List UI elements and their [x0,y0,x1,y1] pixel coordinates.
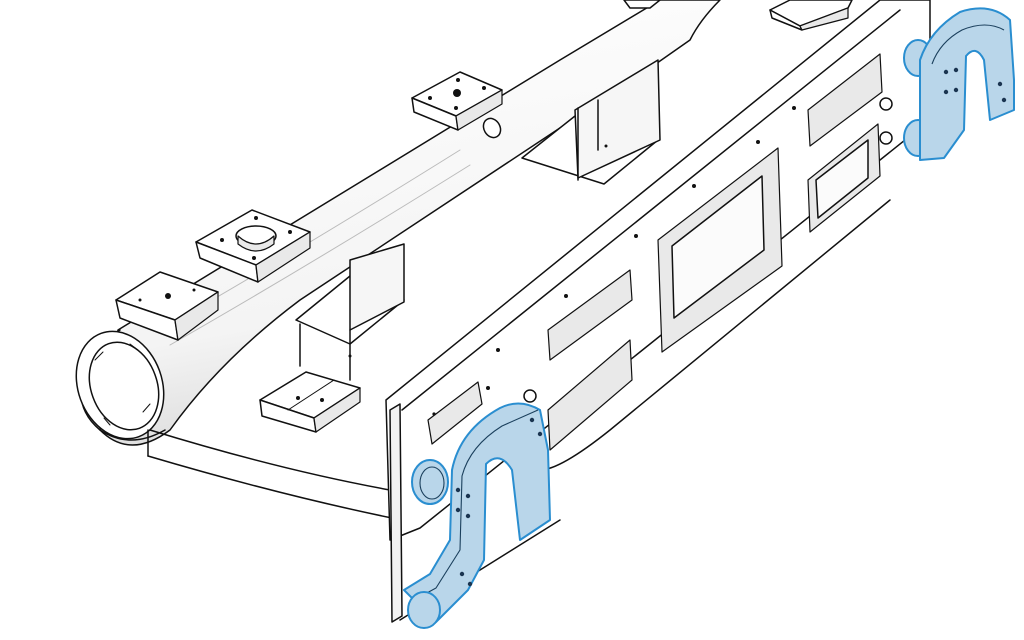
cross-brace-2[interactable] [295,243,405,381]
lower-tube[interactable] [147,429,393,519]
top-clamp-block[interactable] [623,0,853,31]
tube-clamp-block-4[interactable] [259,371,361,433]
tube-clamp-block-2[interactable] [195,209,311,283]
front-clevis-bracket[interactable] [403,402,551,629]
main-tube[interactable] [62,0,721,451]
tube-clamp-block-3[interactable] [411,71,504,141]
rear-clevis-bracket[interactable] [903,7,1015,161]
cross-brace-1[interactable] [521,59,661,185]
tube-clamp-block-1[interactable] [115,271,219,341]
